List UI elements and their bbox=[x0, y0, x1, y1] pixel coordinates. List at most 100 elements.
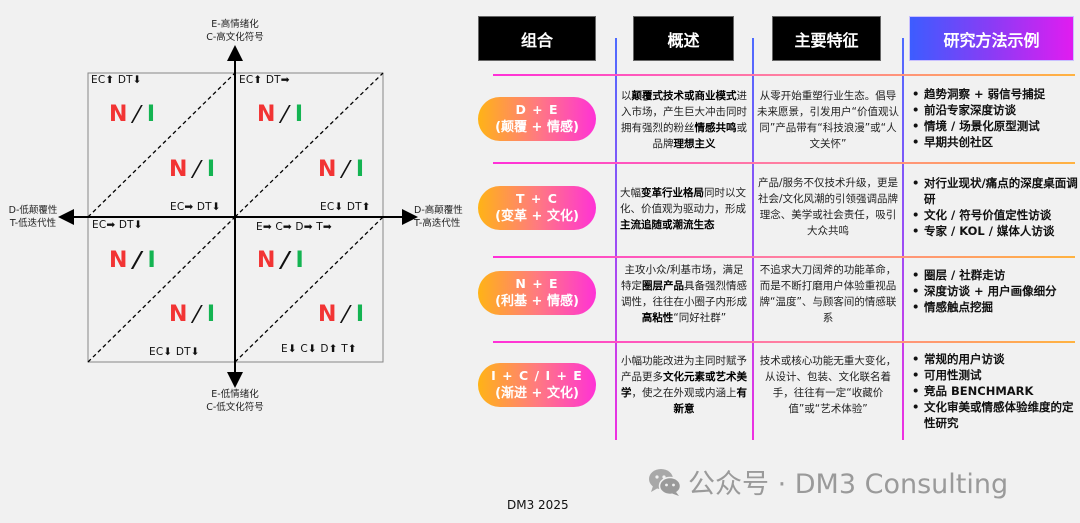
tag-bottom-right-lower: E⬇ C⬇ D⬆ T⬆ bbox=[281, 343, 357, 355]
method-item: 文化审美或情感体验维度的定性研究 bbox=[910, 399, 1080, 431]
watermark-text: 公众号 · DM3 Consulting bbox=[688, 469, 1009, 500]
overview-text: 或品牌 bbox=[652, 122, 748, 150]
ni-i: I bbox=[294, 102, 305, 127]
tag-bottom-right-upper: E➡ C➡ D➡ T➡ bbox=[256, 221, 332, 233]
tag-top-left-upper: EC⬆ DT⬇ bbox=[91, 74, 142, 86]
ni-slash: / bbox=[130, 102, 145, 127]
axis-left-line2: T-低迭代性 bbox=[9, 218, 57, 229]
ni-label: N/I bbox=[169, 157, 216, 182]
overview-cell: 主攻小众/利基市场，满足特定圈层产品具备强烈情感调性，往往在小圈子内形成高粘性“… bbox=[620, 262, 748, 326]
axis-right-line2: T-高迭代性 bbox=[414, 218, 461, 229]
tag-top-right-lower: EC⬇ DT⬆ bbox=[320, 201, 371, 213]
combo-code: D + E bbox=[515, 102, 559, 117]
combo-pill-n-e: N + E (利基 + 情感) bbox=[478, 271, 596, 315]
axis-label-left: D-低颠覆性 T-低迭代性 bbox=[2, 204, 64, 230]
axis-top-line2: C-高文化符号 bbox=[206, 32, 264, 43]
header-combo: 组合 bbox=[478, 16, 596, 61]
method-item: 情感触点挖掘 bbox=[910, 299, 1080, 315]
ni-i: I bbox=[355, 157, 366, 182]
axis-label-right: D-高颠覆性 T-高迭代性 bbox=[414, 204, 474, 230]
axis-label-bottom: E-低情绪化 C-低文化符号 bbox=[200, 388, 270, 414]
method-item: 前沿专家深度访谈 bbox=[910, 102, 1080, 118]
combo-subtitle: (利基 + 情感) bbox=[495, 294, 579, 309]
ni-n: N bbox=[257, 248, 277, 273]
ni-slash: / bbox=[278, 102, 293, 127]
ni-slash: / bbox=[130, 248, 146, 273]
features-cell: 不追求大刀阔斧的功能革命，而是不断打磨用户体验重视品牌“温度”、与顾客间的情感联… bbox=[759, 264, 897, 324]
method-item: 可用性测试 bbox=[910, 367, 1080, 383]
overview-bold: 圈层产品 bbox=[642, 280, 684, 292]
methods-list: 对行业现状/痛点的深度桌面调研 文化 / 符号价值定性访谈 专家 / KOL /… bbox=[910, 175, 1080, 239]
ni-i: I bbox=[295, 248, 305, 273]
ni-n: N bbox=[169, 302, 189, 327]
ni-n: N bbox=[257, 102, 277, 127]
overview-text: 大幅 bbox=[620, 187, 641, 199]
overview-bold: 变革行业格局 bbox=[641, 187, 704, 199]
overview-bold: 理想主义 bbox=[673, 138, 716, 150]
axis-bottom-line1: E-低情绪化 bbox=[211, 389, 259, 400]
ni-slash: / bbox=[278, 248, 294, 273]
features-cell: 技术或核心功能无重大变化，从设计、包装、文化联名着手，往往有一定“收藏价值”或“… bbox=[759, 355, 897, 415]
column-divider bbox=[615, 38, 617, 440]
axis-top-line1: E-高情绪化 bbox=[211, 19, 259, 30]
row-divider bbox=[493, 256, 1075, 258]
method-item: 专家 / KOL / 媒体人访谈 bbox=[910, 223, 1080, 239]
ni-label: N/I bbox=[109, 248, 157, 273]
combo-pill-i-c-i-e: I + C / I + E (渐进 + 文化) bbox=[478, 363, 596, 407]
overview-text: 以 bbox=[621, 90, 632, 102]
ni-n: N bbox=[318, 157, 338, 182]
methods-list: 常规的用户访谈 可用性测试 竞品 BENCHMARK 文化审美或情感体验维度的定… bbox=[910, 351, 1080, 431]
method-item: 深度访谈 + 用户画像细分 bbox=[910, 283, 1080, 299]
tag-top-right-upper: EC⬆ DT➡ bbox=[239, 74, 290, 86]
method-item: 竞品 BENCHMARK bbox=[910, 383, 1080, 399]
overview-text: “同好社群” bbox=[673, 312, 727, 324]
combo-code: I + C / I + E bbox=[491, 368, 583, 383]
axis-right-line1: D-高颠覆性 bbox=[414, 205, 463, 216]
method-item: 早期共创社区 bbox=[910, 134, 1080, 150]
combo-subtitle: (颠覆 + 情感) bbox=[495, 120, 579, 135]
ni-i: I bbox=[206, 302, 217, 327]
axis-label-top: E-高情绪化 C-高文化符号 bbox=[200, 18, 270, 44]
header-research-methods: 研究方法示例 bbox=[909, 16, 1074, 61]
ni-label: N/I bbox=[169, 302, 216, 327]
ni-label: N/I bbox=[257, 248, 305, 273]
features-cell: 从零开始重塑行业生态。倡导未来愿景，引发用户“价值观认同”产品带有“科技浪漫”或… bbox=[757, 90, 899, 150]
ni-i: I bbox=[147, 248, 157, 273]
method-item: 圈层 / 社群走访 bbox=[910, 267, 1080, 283]
overview-bold: 情感共鸣 bbox=[694, 122, 737, 134]
ni-slash: / bbox=[190, 157, 205, 182]
column-divider bbox=[752, 38, 754, 440]
overview-bold: 文化元素或艺术美学 bbox=[621, 371, 747, 399]
ni-i: I bbox=[206, 157, 217, 182]
overview-text: ，使之在外观或内涵上 bbox=[631, 387, 737, 399]
combo-subtitle: (变革 + 文化) bbox=[495, 209, 579, 224]
ni-i: I bbox=[146, 102, 157, 127]
combo-code: N + E bbox=[515, 276, 559, 291]
overview-text: 具备强烈情感调性，往往在小圈子内形成 bbox=[621, 280, 747, 308]
overview-text: 主攻小众/利基市场，满足特定 bbox=[621, 264, 744, 292]
method-item: 对行业现状/痛点的深度桌面调研 bbox=[910, 175, 1080, 207]
ni-i: I bbox=[355, 302, 366, 327]
ni-n: N bbox=[109, 102, 129, 127]
axis-left-line1: D-低颠覆性 bbox=[8, 205, 58, 216]
row-divider bbox=[493, 162, 1075, 164]
ni-n: N bbox=[318, 302, 338, 327]
row-divider bbox=[493, 74, 1075, 76]
column-divider bbox=[902, 38, 904, 440]
overview-bold: 主流追随或潮流生态 bbox=[620, 219, 715, 231]
combo-pill-t-c: T + C (变革 + 文化) bbox=[478, 186, 596, 230]
tag-top-left-lower: EC➡ DT⬇ bbox=[170, 201, 221, 213]
ni-label: N/I bbox=[257, 102, 304, 127]
combo-pill-d-e: D + E (颠覆 + 情感) bbox=[478, 97, 596, 141]
overview-cell: 以颠覆式技术或商业模式进入市场，产生巨大冲击同时拥有强烈的粉丝情感共鸣或品牌理想… bbox=[620, 88, 748, 152]
method-item: 文化 / 符号价值定性访谈 bbox=[910, 207, 1080, 223]
axis-bottom-line2: C-低文化符号 bbox=[206, 402, 264, 413]
ni-slash: / bbox=[339, 302, 354, 327]
tag-bottom-left-upper: EC➡ DT⬇ bbox=[92, 219, 143, 231]
footer-copyright: DM3 2025 bbox=[507, 498, 569, 512]
methods-list: 趋势洞察 + 弱信号捕捉 前沿专家深度访谈 情境 / 场景化原型测试 早期共创社… bbox=[910, 86, 1080, 150]
row-divider bbox=[493, 341, 1075, 343]
ni-n: N bbox=[169, 157, 189, 182]
ni-label: N/I bbox=[109, 102, 156, 127]
combo-code: T + C bbox=[516, 191, 558, 206]
